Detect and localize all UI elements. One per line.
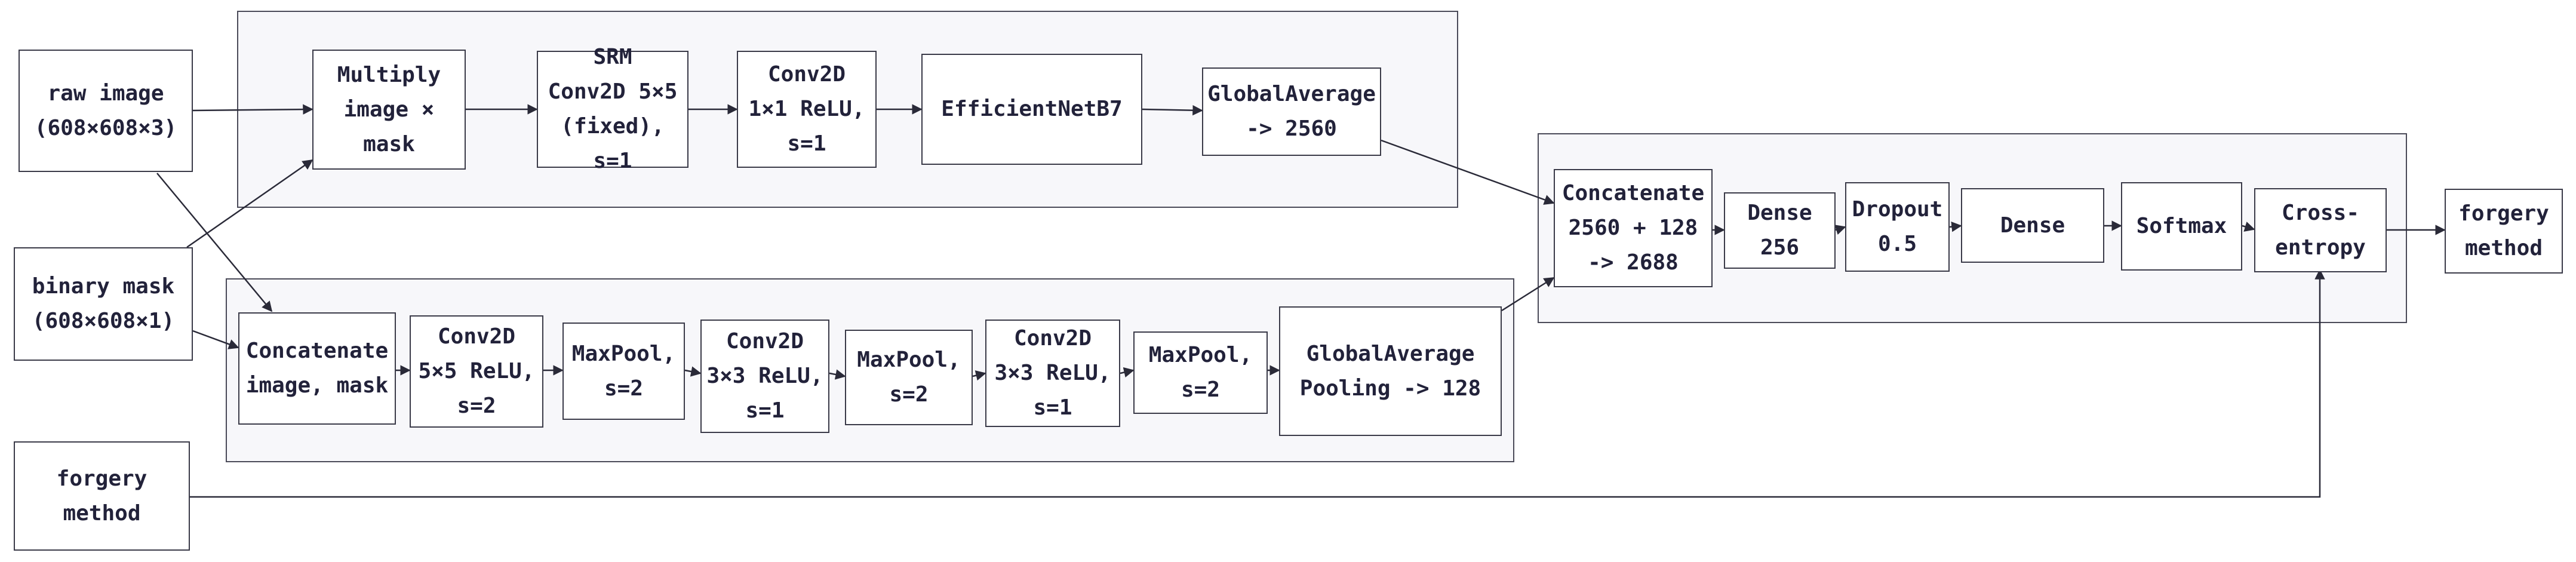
binary-mask-label: binary mask (608×608×1)	[32, 274, 175, 333]
dense-256-label: Dense 256	[1747, 201, 1812, 260]
softmax-node: Softmax	[2121, 182, 2242, 271]
top-global-average-label: GlobalAverage -> 2560	[1207, 82, 1376, 141]
forgery-method-input: forgery method	[14, 441, 190, 551]
dropout-node: Dropout 0.5	[1845, 182, 1950, 272]
cross-entropy-label: Cross- entropy	[2275, 200, 2366, 260]
maxpool-2-label: MaxPool, s=2	[857, 348, 961, 407]
maxpool-3-label: MaxPool, s=2	[1148, 343, 1253, 402]
cross-entropy-node: Cross- entropy	[2254, 188, 2387, 272]
edge-mask-to-concat	[192, 330, 239, 349]
edge-dense256-dropout	[1834, 225, 1846, 235]
multiply-label: Multiply image × mask	[337, 62, 441, 156]
edge-dropout-dense	[1949, 221, 1962, 232]
forgery-method-output-label: forgery method	[2458, 201, 2549, 260]
edge-forgery-to-crossentropy	[190, 269, 2325, 498]
raw-image-input: raw image (608×608×3)	[19, 50, 193, 172]
maxpool-3-node: MaxPool, s=2	[1133, 331, 1268, 414]
maxpool-2-node: MaxPool, s=2	[845, 330, 973, 425]
top-global-average-node: GlobalAverage -> 2560	[1202, 67, 1381, 156]
dense-node: Dense	[1961, 188, 2104, 263]
concat-image-mask-label: Concatenate image, mask	[245, 339, 389, 398]
binary-mask-input: binary mask (608×608×1)	[14, 247, 193, 361]
bottom-global-average-label: GlobalAverage Pooling -> 128	[1299, 341, 1481, 401]
conv-3x3-a-label: Conv2D 3×3 ReLU, s=1	[706, 329, 823, 423]
edge-mask-to-multiply	[186, 159, 313, 248]
conv-3x3-b-label: Conv2D 3×3 ReLU, s=1	[994, 326, 1111, 420]
softmax-label: Softmax	[2136, 214, 2227, 238]
edge-softmax-crossentropy	[2242, 222, 2255, 232]
multiply-node: Multiply image × mask	[312, 50, 466, 170]
concatenate-features-node: Concatenate 2560 + 128 -> 2688	[1554, 169, 1713, 287]
maxpool-1-label: MaxPool, s=2	[571, 341, 676, 401]
srm-conv-label: SRM Conv2D 5×5 (fixed), s=1	[548, 45, 678, 173]
dropout-label: Dropout 0.5	[1852, 197, 1943, 256]
efficientnet-label: EfficientNetB7	[941, 97, 1123, 121]
conv-3x3-b-node: Conv2D 3×3 ReLU, s=1	[985, 320, 1120, 427]
conv-5x5-node: Conv2D 5×5 ReLU, s=2	[410, 315, 543, 428]
forgery-method-input-label: forgery method	[56, 466, 147, 526]
conv1x1-label: Conv2D 1×1 ReLU, s=1	[748, 62, 865, 156]
edge-pool1-conv2	[684, 366, 702, 377]
edge-gap-headconcat-bottom	[1501, 277, 1555, 312]
raw-image-label: raw image (608×608×3)	[34, 81, 177, 140]
edge-effnet-gap	[1142, 105, 1203, 116]
conv-5x5-label: Conv2D 5×5 ReLU, s=2	[418, 324, 535, 418]
edge-conv2-pool2	[829, 369, 846, 380]
forgery-method-output: forgery method	[2445, 189, 2563, 274]
conv-3x3-a-node: Conv2D 3×3 ReLU, s=1	[700, 320, 829, 433]
srm-conv-node: SRM Conv2D 5×5 (fixed), s=1	[537, 45, 688, 173]
edge-pool2-conv3	[972, 370, 986, 381]
conv1x1-node: Conv2D 1×1 ReLU, s=1	[737, 51, 877, 168]
edge-conv3-pool3	[1120, 367, 1135, 378]
dense-label: Dense	[2000, 213, 2065, 238]
edge-raw-to-concat	[156, 173, 273, 312]
dense-256-node: Dense 256	[1724, 192, 1836, 269]
concatenate-features-label: Concatenate 2560 + 128 -> 2688	[1561, 181, 1705, 275]
efficientnet-node: EfficientNetB7	[921, 54, 1142, 165]
edge-gap-headconcat	[1381, 139, 1555, 205]
bottom-global-average-node: GlobalAverage Pooling -> 128	[1279, 306, 1502, 436]
concat-image-mask-node: Concatenate image, mask	[238, 312, 396, 425]
maxpool-1-node: MaxPool, s=2	[562, 323, 685, 420]
edge-raw-to-multiply	[192, 104, 313, 115]
